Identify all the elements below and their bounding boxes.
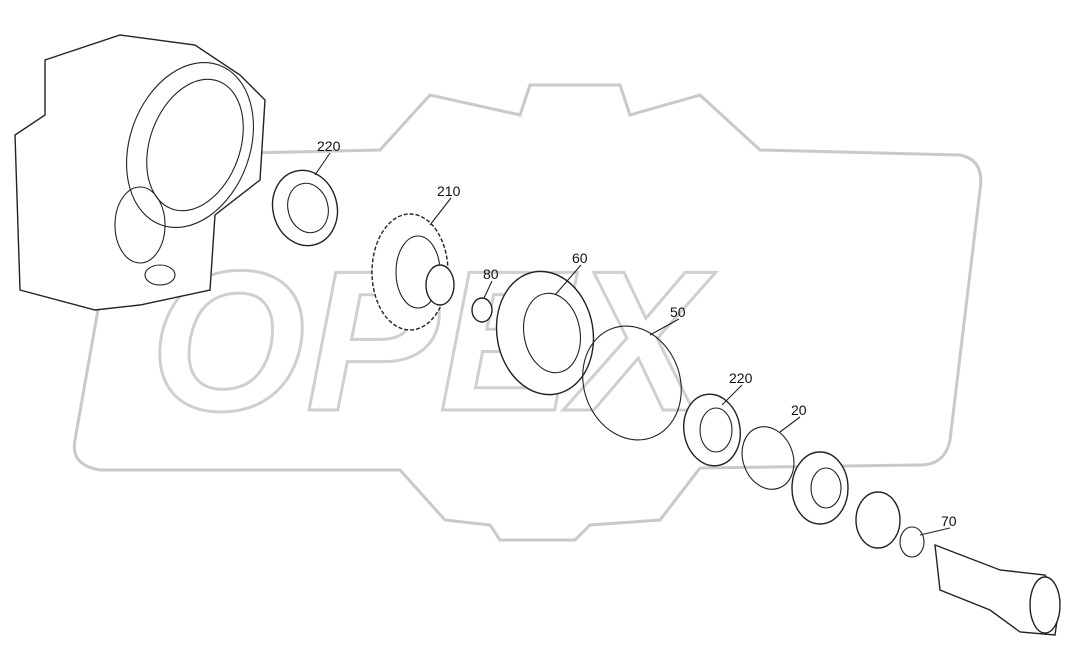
circlip-20: [741, 426, 795, 490]
bushing-80: [471, 297, 493, 323]
callout-210: 210: [437, 183, 461, 199]
leader-lines: [314, 152, 951, 536]
callout-50: 50: [670, 304, 686, 320]
snap-ring-50: [582, 325, 682, 441]
small-bearing: [855, 491, 901, 549]
output-shaft: [934, 543, 1061, 636]
bearing-housing-60: [495, 270, 595, 396]
gear-210: [371, 213, 455, 331]
circlip-70: [899, 526, 925, 558]
bearing-220-lower: [683, 393, 741, 467]
callout-80: 80: [483, 266, 499, 282]
callout-60: 60: [572, 250, 588, 266]
callout-70: 70: [941, 513, 957, 529]
callout-20: 20: [791, 402, 807, 418]
callout-220-upper: 220: [317, 138, 341, 154]
gearbox-housing: [14, 34, 266, 311]
bearing-220-upper: [271, 169, 339, 247]
flange: [791, 451, 849, 525]
callout-220-lower: 220: [729, 370, 753, 386]
